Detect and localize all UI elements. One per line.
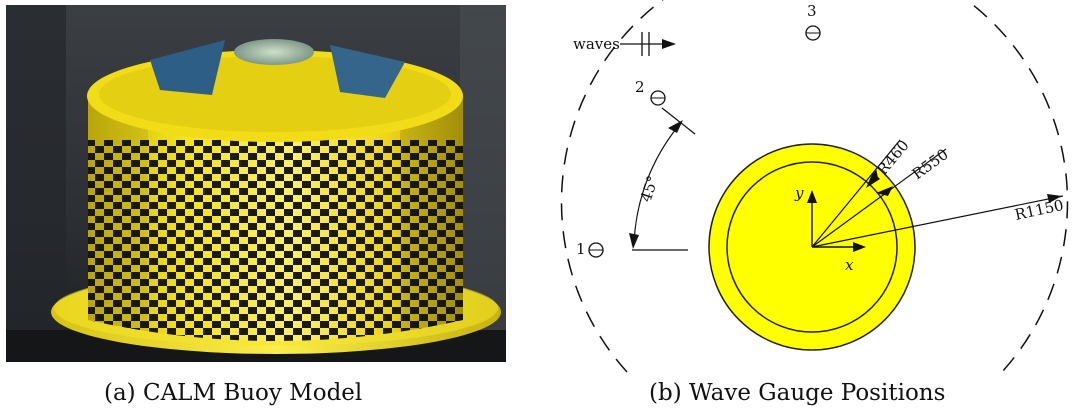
gauge-diagram: y x R460 R550 R1150 1 2 3 45° waves: [560, 0, 1069, 373]
checker-pattern: [88, 140, 463, 341]
gauge-2-label: 2: [635, 78, 645, 96]
gauge-3-label: 3: [807, 2, 817, 20]
center-well: [234, 39, 314, 65]
radius-line-r460: [811, 139, 901, 248]
radius-line-r1150: [811, 195, 1064, 248]
radius-line-r550: [811, 148, 947, 248]
deck-opening-left: [150, 40, 225, 95]
buoy-photo: [6, 5, 506, 362]
radius-label-r1150: R1150: [1013, 196, 1065, 224]
angle-label: 45°: [637, 173, 662, 204]
outer-dashed-circle: [560, 0, 1069, 373]
angle-arc: [633, 123, 681, 245]
buoy-inner-circle: [726, 161, 898, 333]
y-axis-label: y: [794, 184, 804, 202]
caption-gauge-positions: (b) Wave Gauge Positions: [649, 380, 946, 406]
waves-label: waves: [573, 35, 620, 53]
gauge-1-label: 1: [576, 240, 586, 258]
radius-label-r460: R460: [873, 136, 912, 178]
angle-gauge-line: [661, 107, 696, 135]
caption-buoy-model: (a) CALM Buoy Model: [104, 380, 363, 406]
deck-opening-right: [330, 45, 405, 98]
radius-label-r550: R550: [909, 145, 952, 183]
x-axis-label: x: [845, 256, 854, 274]
